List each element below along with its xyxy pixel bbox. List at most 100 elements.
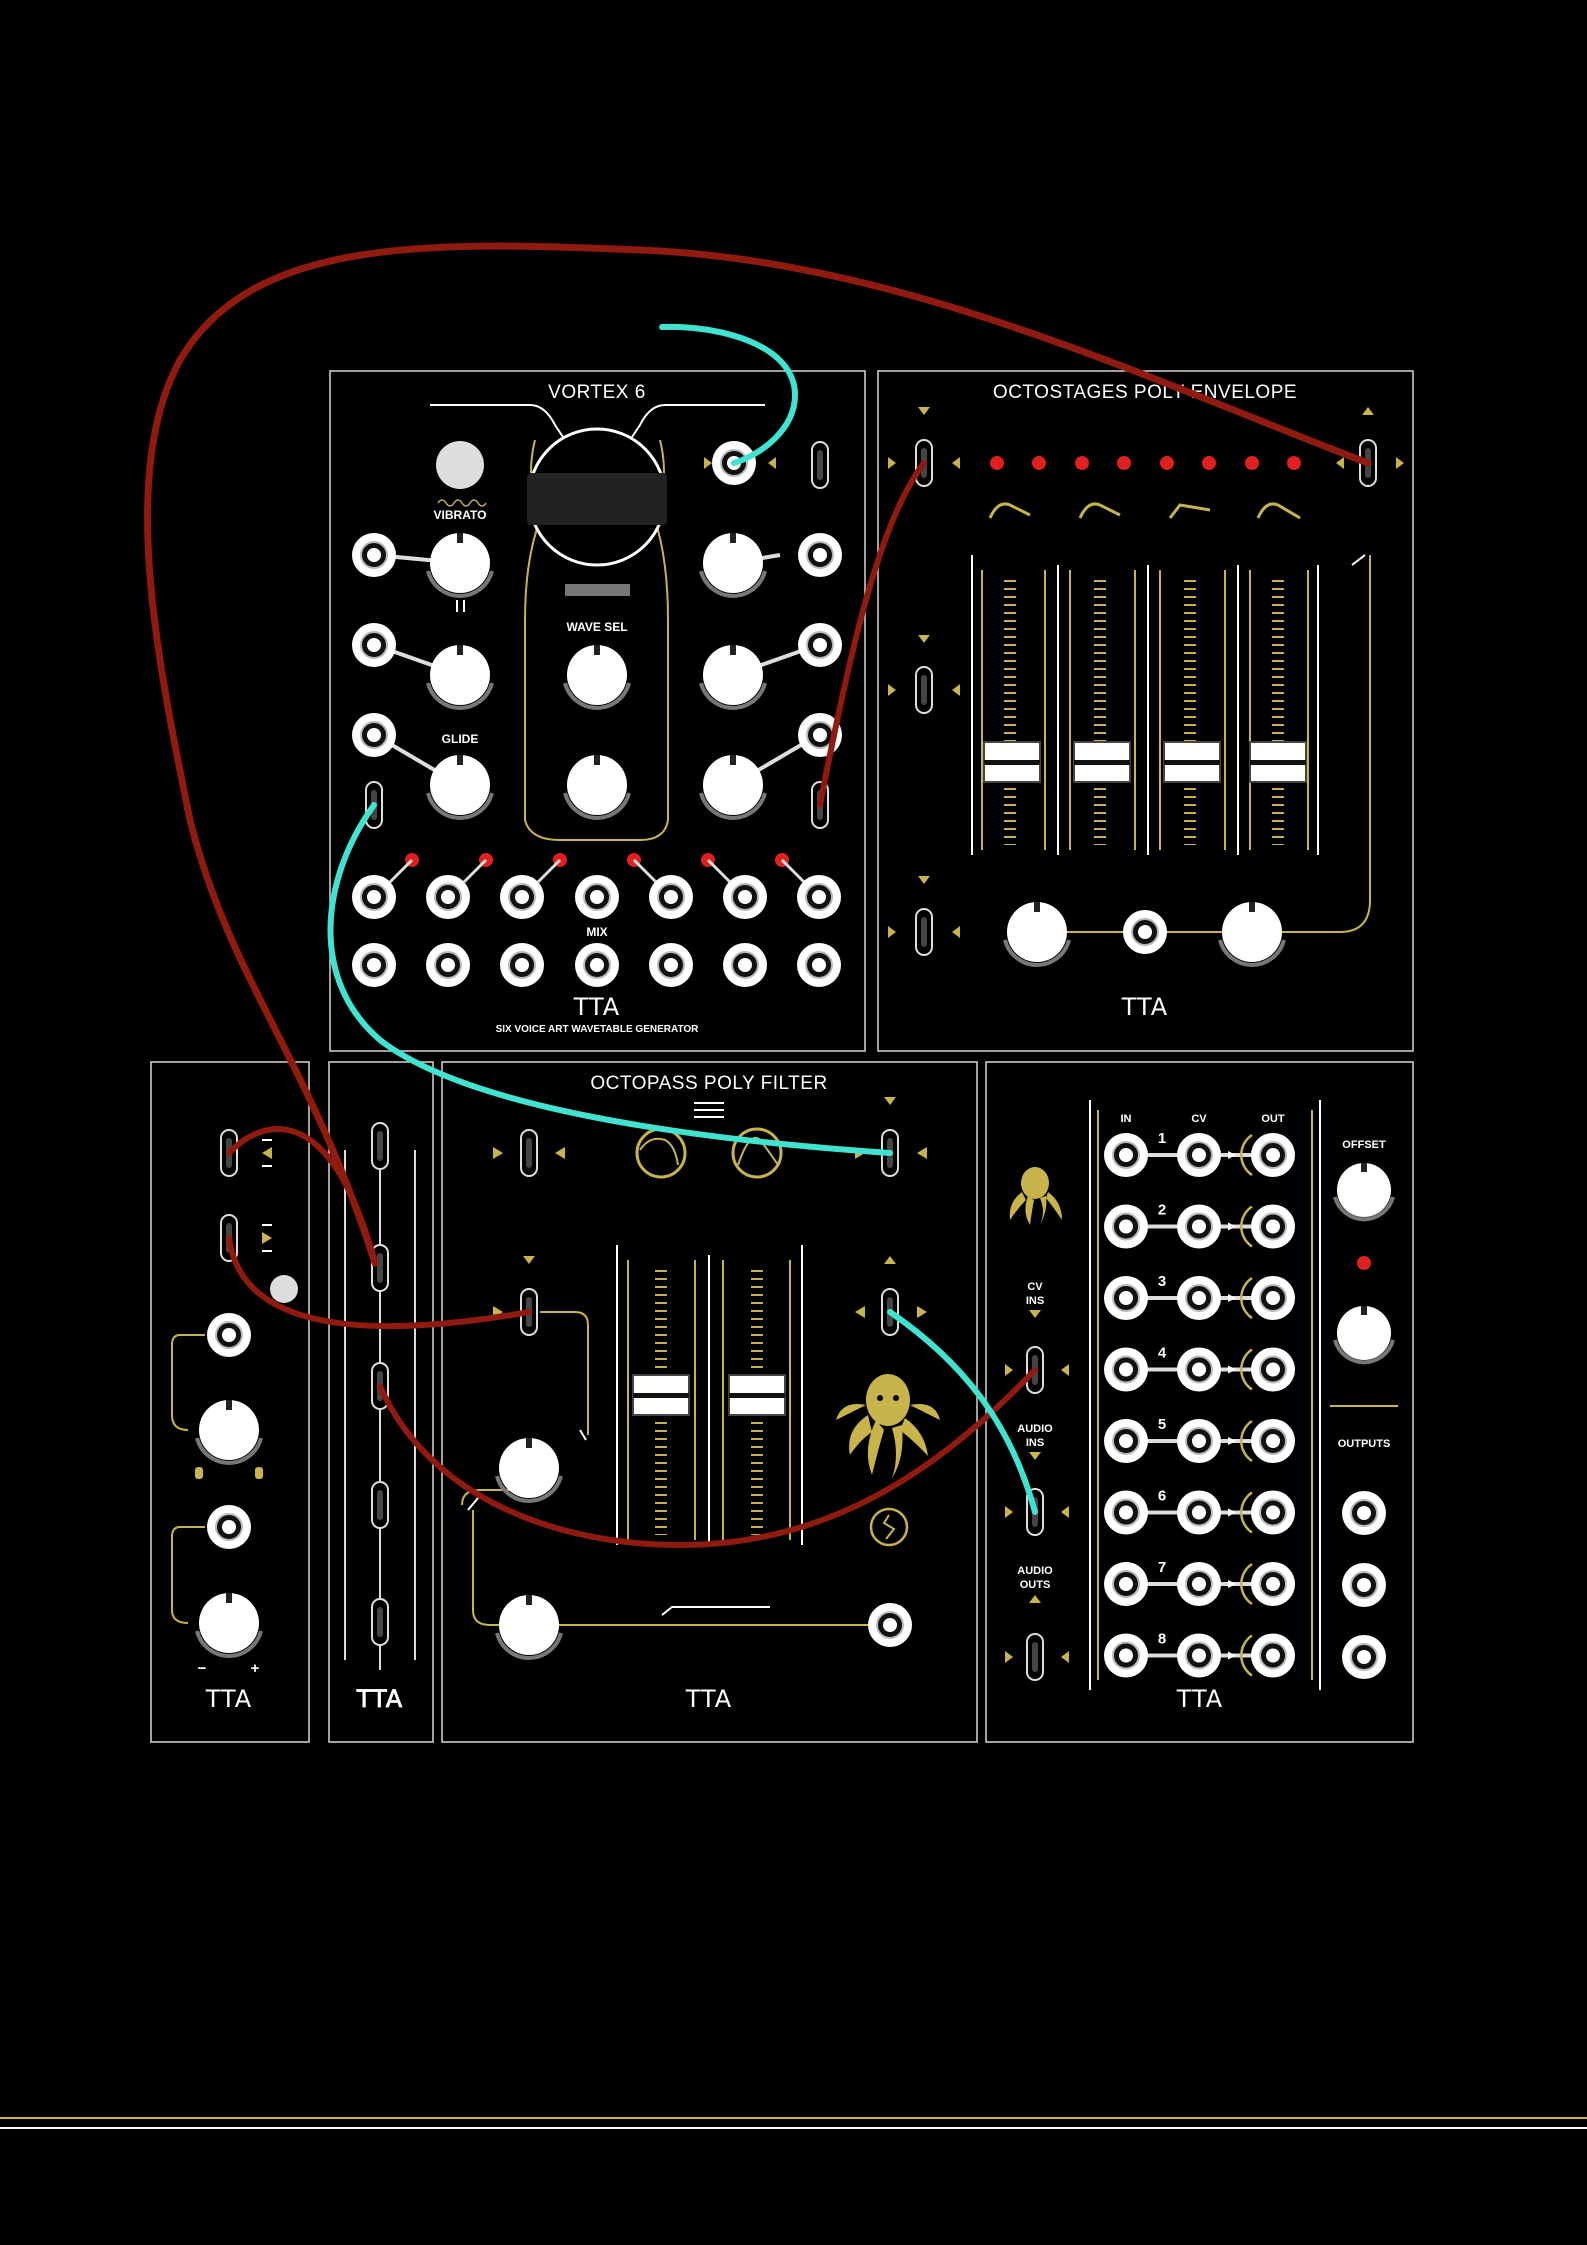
small-a-button[interactable] (270, 1275, 298, 1303)
stage-fader[interactable] (1074, 742, 1130, 782)
router-out-jack[interactable] (1251, 1634, 1295, 1678)
small-b-port[interactable] (372, 1599, 388, 1645)
output-jack[interactable] (1342, 1491, 1386, 1535)
voice-jack[interactable] (575, 875, 619, 919)
router-module: CV INS AUDIO INS AUDIO OUTS IN CV OUT 1 (986, 1062, 1413, 1742)
vortex-cv-jack[interactable] (798, 533, 842, 577)
stage-fader[interactable] (984, 742, 1040, 782)
voice-jack[interactable] (426, 943, 470, 987)
mix-jack[interactable] (575, 943, 619, 987)
router-in-jack[interactable] (1104, 1348, 1148, 1392)
router-out-jack[interactable] (1251, 1133, 1295, 1177)
voice-jack[interactable] (352, 943, 396, 987)
router-cv-jack[interactable] (1177, 1348, 1221, 1392)
small-a-jack[interactable] (207, 1505, 251, 1549)
filter-fader[interactable] (729, 1375, 785, 1415)
vortex-cv-jack[interactable] (352, 713, 396, 757)
tta-logo: TTA (205, 1685, 252, 1713)
router-cv-jack[interactable] (1177, 1419, 1221, 1463)
envelope-jack[interactable] (1123, 910, 1167, 954)
router-in-jack[interactable] (1104, 1634, 1148, 1678)
env-input-port[interactable] (916, 667, 932, 713)
router-out-jack[interactable] (1251, 1205, 1295, 1249)
led-icon (990, 456, 1004, 470)
voice-jack[interactable] (500, 875, 544, 919)
wave-sel-label: WAVE SEL (566, 620, 627, 634)
output-jack[interactable] (1342, 1635, 1386, 1679)
voice-jack[interactable] (723, 943, 767, 987)
router-out-jack[interactable] (1251, 1491, 1295, 1535)
wavetable-display[interactable] (527, 473, 667, 525)
octostages-module: OCTOSTAGES POLY ENVELOPE (878, 371, 1413, 1051)
vortex-subtitle: SIX VOICE ART WAVETABLE GENERATOR (496, 1024, 700, 1035)
voice-jack[interactable] (797, 943, 841, 987)
env-input-port[interactable] (916, 909, 932, 955)
lock-icon (255, 1467, 263, 1479)
output-jack[interactable] (1342, 1563, 1386, 1607)
router-cv-jack[interactable] (1177, 1562, 1221, 1606)
small-a-jack[interactable] (207, 1313, 251, 1357)
mix-label: MIX (586, 925, 607, 939)
router-in-jack[interactable] (1104, 1276, 1148, 1320)
led-icon (1160, 456, 1174, 470)
filter-port[interactable] (521, 1130, 537, 1176)
router-row: 6 (1104, 1488, 1295, 1535)
router-out-jack[interactable] (1251, 1562, 1295, 1606)
router-row: 7 (1104, 1559, 1295, 1606)
router-row: 8 (1104, 1631, 1295, 1678)
tta-logo: TTA (573, 993, 620, 1021)
tta-logo: TTA (356, 1685, 403, 1713)
voice-jack[interactable] (797, 875, 841, 919)
router-in-jack[interactable] (1104, 1133, 1148, 1177)
router-row: 2 (1104, 1202, 1295, 1249)
router-out-jack[interactable] (1251, 1276, 1295, 1320)
filter-fader[interactable] (633, 1375, 689, 1415)
router-in-jack[interactable] (1104, 1205, 1148, 1249)
stage-fader[interactable] (1250, 742, 1306, 782)
led-icon (1287, 456, 1301, 470)
small-b-port[interactable] (372, 1482, 388, 1528)
router-row: 5 (1104, 1416, 1295, 1463)
led-icon (1117, 456, 1131, 470)
out-column-label: OUT (1261, 1113, 1285, 1125)
channel-number: 7 (1158, 1559, 1166, 1576)
router-cv-jack[interactable] (1177, 1491, 1221, 1535)
router-out-jack[interactable] (1251, 1419, 1295, 1463)
vortex-cv-jack[interactable] (352, 623, 396, 667)
stage-fader[interactable] (1164, 742, 1220, 782)
voice-jack[interactable] (723, 875, 767, 919)
in-column-label: IN (1121, 1113, 1132, 1125)
channel-number: 8 (1158, 1631, 1166, 1648)
vortex-cv-jack[interactable] (352, 533, 396, 577)
router-cv-jack[interactable] (1177, 1205, 1221, 1249)
vibrato-button[interactable] (436, 441, 484, 489)
voice-jack[interactable] (426, 875, 470, 919)
voice-jack[interactable] (500, 943, 544, 987)
router-in-jack[interactable] (1104, 1562, 1148, 1606)
minus-label: − (198, 1660, 207, 1677)
vortex-expander-port[interactable] (812, 442, 828, 488)
filter-jack[interactable] (868, 1603, 912, 1647)
router-cv-jack[interactable] (1177, 1634, 1221, 1678)
vortex6-title: VORTEX 6 (548, 382, 646, 403)
small-b-port[interactable] (372, 1123, 388, 1169)
voice-jack[interactable] (649, 875, 693, 919)
voice-jack[interactable] (352, 875, 396, 919)
small-module-a: − + TTA (151, 1062, 309, 1742)
tta-logo: TTA (1176, 1685, 1223, 1713)
channel-number: 3 (1158, 1273, 1166, 1290)
octostages-title: OCTOSTAGES POLY ENVELOPE (993, 382, 1297, 403)
audio-outs-port[interactable] (1027, 1634, 1043, 1680)
voice-jack[interactable] (649, 943, 693, 987)
channel-number: 2 (1158, 1202, 1166, 1219)
router-cv-jack[interactable] (1177, 1133, 1221, 1177)
octopass-module: OCTOPASS POLY FILTER (442, 1062, 977, 1742)
router-in-jack[interactable] (1104, 1419, 1148, 1463)
router-cv-jack[interactable] (1177, 1276, 1221, 1320)
router-out-jack[interactable] (1251, 1348, 1295, 1392)
vortex-cv-jack[interactable] (798, 623, 842, 667)
glide-label: GLIDE (442, 732, 479, 746)
router-in-jack[interactable] (1104, 1491, 1148, 1535)
tta-logo: TTA (1121, 993, 1168, 1021)
